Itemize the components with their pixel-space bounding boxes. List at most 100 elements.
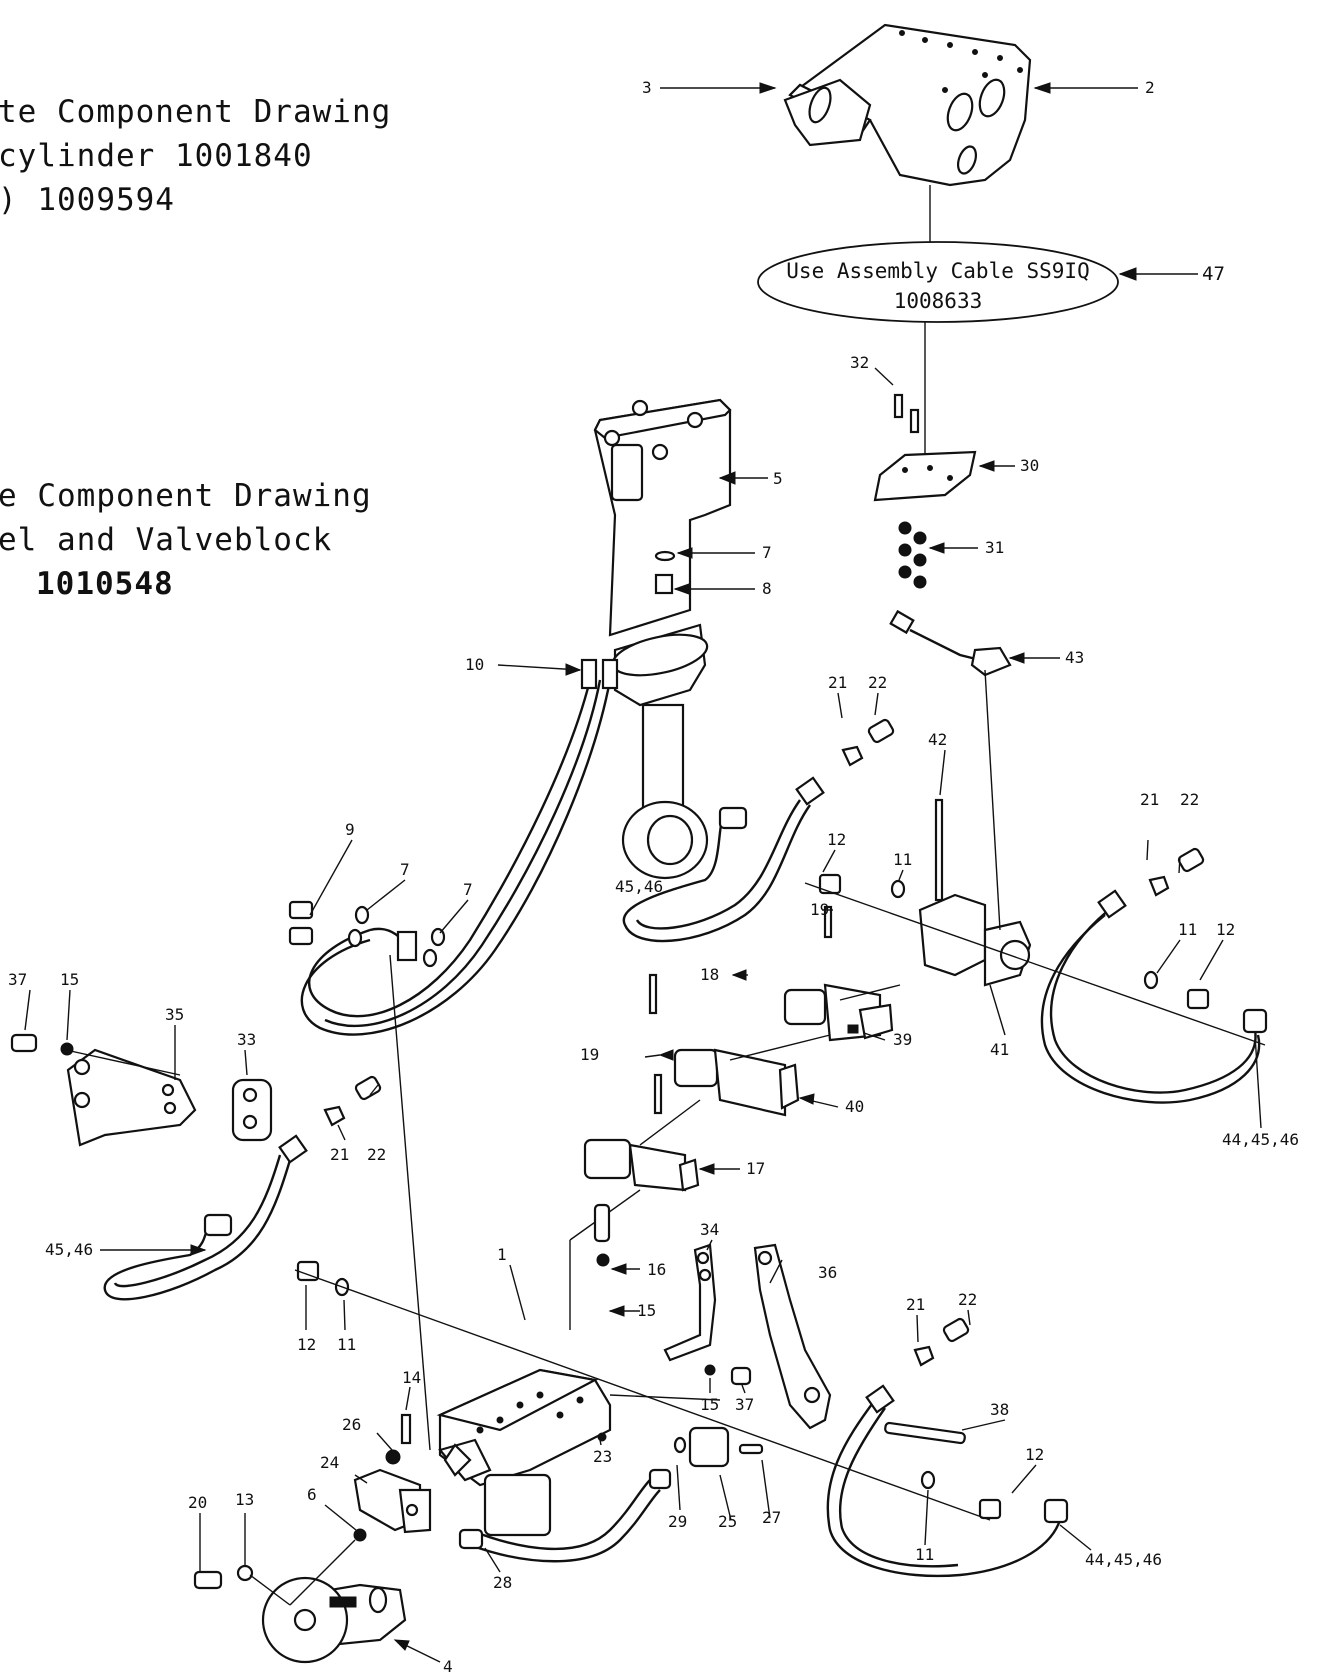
label-part-20: 20 — [188, 1493, 207, 1512]
label-part-33: 33 — [237, 1030, 256, 1049]
label-part-22: 22 — [958, 1290, 977, 1309]
label-part-42: 42 — [928, 730, 947, 749]
assembly-cable-callout: Use Assembly Cable SS9IQ 1008633 47 — [757, 241, 1225, 323]
label-part-44-45-46: 44,45,46 — [1085, 1550, 1162, 1569]
label-part-15: 15 — [637, 1301, 656, 1320]
label-part-26: 26 — [342, 1415, 361, 1434]
label-part-21: 21 — [1140, 790, 1159, 809]
label-part-22: 22 — [367, 1145, 386, 1164]
label-part-11: 11 — [893, 850, 912, 869]
label-part-27: 27 — [762, 1508, 781, 1527]
label-part-4: 4 — [443, 1657, 453, 1673]
note-cylinder-drawing-ref: te Component Drawing cylinder 1001840 ) … — [0, 90, 391, 222]
label-part-15: 15 — [700, 1395, 719, 1414]
note-line: ) 1009594 — [0, 182, 175, 218]
label-part-21: 21 — [330, 1145, 349, 1164]
label-part-19: 19 — [810, 900, 829, 919]
label-part-35: 35 — [165, 1005, 184, 1024]
label-part-31: 31 — [985, 538, 1004, 557]
label-part-2: 2 — [1145, 78, 1155, 97]
label-part-8: 8 — [762, 579, 772, 598]
label-part-28: 28 — [493, 1573, 512, 1592]
bracket-35 — [10, 1033, 197, 1147]
hose-upper-right — [622, 718, 895, 943]
note-valveblock-drawing-ref: e Component Drawing el and Valveblock 10… — [0, 474, 372, 606]
label-part-45-46: 45,46 — [45, 1240, 93, 1259]
label-part-38: 38 — [990, 1400, 1009, 1419]
label-part-23: 23 — [593, 1447, 612, 1466]
label-part-1: 1 — [497, 1245, 507, 1264]
label-part-12: 12 — [297, 1335, 316, 1354]
label-part-11: 11 — [337, 1335, 356, 1354]
callout-line-1: Use Assembly Cable SS9IQ — [786, 259, 1089, 283]
valve-17 — [583, 1073, 700, 1192]
hose-fittings-left — [288, 900, 446, 968]
label-part-25: 25 — [718, 1512, 737, 1531]
cylinder-hoses — [300, 658, 619, 1036]
label-part-37: 37 — [735, 1395, 754, 1414]
label-part-6: 6 — [307, 1485, 317, 1504]
note-line: 1010548 — [36, 566, 174, 602]
note-line: el and Valveblock — [0, 522, 333, 558]
label-part-17: 17 — [746, 1159, 765, 1178]
label-part-11: 11 — [915, 1545, 934, 1564]
label-part-34: 34 — [700, 1220, 719, 1239]
label-part-43: 43 — [1065, 648, 1084, 667]
label-part-7: 7 — [400, 860, 410, 879]
label-part-9: 9 — [345, 820, 355, 839]
label-part-10: 10 — [465, 655, 484, 674]
mounting-plate — [873, 393, 977, 589]
label-part-21: 21 — [828, 673, 847, 692]
hydraulic-motor — [193, 1564, 407, 1664]
label-part-44-45-46: 44,45,46 — [1222, 1130, 1299, 1149]
label-part-15: 15 — [60, 970, 79, 989]
label-part-19: 19 — [580, 1045, 599, 1064]
label-part-21: 21 — [906, 1295, 925, 1314]
label-part-45-46: 45,46 — [615, 877, 663, 896]
label-part-37: 37 — [8, 970, 27, 989]
valve-40 — [648, 973, 800, 1117]
label-part-22: 22 — [1180, 790, 1199, 809]
label-part-7: 7 — [762, 543, 772, 562]
label-part-16: 16 — [647, 1260, 666, 1279]
coupling-24 — [353, 1413, 432, 1542]
label-part-30: 30 — [1020, 456, 1039, 475]
valve-39 — [783, 905, 894, 1042]
label-part-40: 40 — [845, 1097, 864, 1116]
label-part-32: 32 — [850, 353, 869, 372]
note-line: e Component Drawing — [0, 478, 372, 514]
bracket-33 — [231, 1078, 273, 1142]
label-part-29: 29 — [668, 1512, 687, 1531]
hose-far-right — [1040, 847, 1268, 1104]
hose-lower — [458, 1426, 764, 1563]
callout-line-2: 1008633 — [894, 289, 983, 313]
leader-arrowheads — [190, 82, 1051, 1651]
label-part-24: 24 — [320, 1453, 339, 1472]
label-part-18: 18 — [700, 965, 719, 984]
label-part-13: 13 — [235, 1490, 254, 1509]
bracket-cover — [783, 23, 1032, 187]
note-line: cylinder 1001840 — [0, 138, 313, 174]
item-47-label: 47 — [1202, 263, 1225, 285]
label-part-12: 12 — [1216, 920, 1235, 939]
label-part-5: 5 — [773, 469, 783, 488]
sensor-cable — [889, 609, 1012, 677]
label-part-7: 7 — [463, 880, 473, 899]
leader-lines — [24, 87, 1262, 1663]
label-part-39: 39 — [893, 1030, 912, 1049]
label-part-22: 22 — [868, 673, 887, 692]
label-part-12: 12 — [1025, 1445, 1044, 1464]
label-part-11: 11 — [1178, 920, 1197, 939]
label-part-14: 14 — [402, 1368, 421, 1387]
valve-block — [436, 1203, 612, 1537]
bracket-34 — [663, 1243, 752, 1386]
label-part-3: 3 — [642, 78, 652, 97]
bracket-36 — [753, 1243, 832, 1430]
label-part-41: 41 — [990, 1040, 1009, 1059]
hose-lower-right — [826, 1317, 1069, 1578]
hydraulic-cylinder — [593, 398, 732, 880]
note-line: te Component Drawing — [0, 94, 392, 130]
label-part-36: 36 — [818, 1263, 837, 1282]
part-number-labels: 3 2 5 7 8 10 9 7 7 30 31 43 32 21 22 42 … — [8, 78, 1299, 1673]
